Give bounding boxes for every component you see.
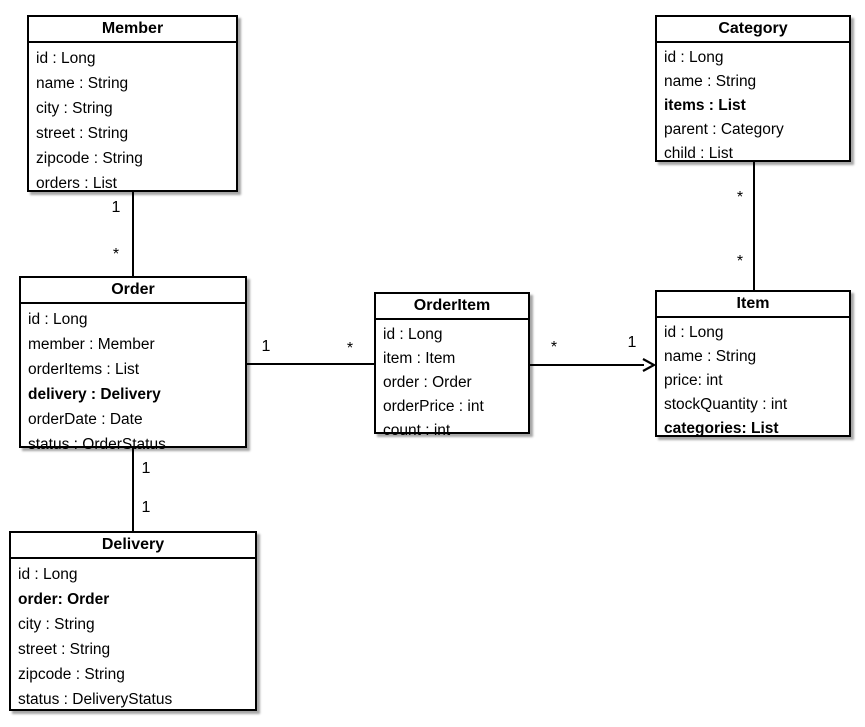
multiplicity-label: * (346, 340, 354, 357)
association-line-order-delivery (132, 448, 134, 531)
attribute-list: id : Long item : Item order : Order orde… (376, 320, 528, 443)
association-line-orderitem-item (530, 364, 644, 366)
attribute-row: member : Member (28, 336, 155, 353)
attribute-row: order: Order (18, 591, 110, 608)
attribute-row: status : OrderStatus (28, 436, 166, 453)
attribute-list: id : Long order: Order city : String str… (11, 559, 255, 712)
attribute-row: item : Item (383, 350, 456, 367)
attribute-row: price: int (664, 372, 723, 389)
attribute-row: categories: List (664, 420, 779, 437)
attribute-row: orderDate : Date (28, 411, 143, 428)
multiplicity-label: 1 (261, 338, 271, 355)
open-arrowhead-icon (642, 358, 656, 372)
attribute-row: items : List (664, 97, 746, 114)
attribute-row: count : int (383, 422, 451, 439)
attribute-row: id : Long (36, 50, 96, 67)
attribute-list: id : Long name : String city : String st… (29, 43, 236, 196)
multiplicity-label: 1 (141, 460, 151, 477)
attribute-row: street : String (36, 125, 129, 142)
association-line-member-order (132, 192, 134, 276)
attribute-row: id : Long (383, 326, 443, 343)
attribute-row: parent : Category (664, 121, 784, 138)
attribute-row: name : String (664, 73, 757, 90)
class-box-orderitem: OrderItem id : Long item : Item order : … (374, 292, 530, 439)
attribute-row: city : String (36, 100, 113, 117)
attribute-row: stockQuantity : int (664, 396, 788, 413)
attribute-list: id : Long name : String items : List par… (657, 43, 849, 166)
class-title-orderitem: OrderItem (376, 294, 528, 320)
attribute-row: id : Long (28, 311, 88, 328)
attribute-row: order : Order (383, 374, 472, 391)
class-box-delivery: Delivery id : Long order: Order city : S… (9, 531, 257, 711)
class-title-category: Category (657, 17, 849, 43)
class-box-member: Member id : Long name : String city : St… (27, 15, 238, 192)
class-title-item: Item (657, 292, 849, 318)
multiplicity-label: 1 (111, 199, 121, 216)
attribute-row: child : List (664, 145, 733, 162)
class-box-item: Item id : Long name : String price: int … (655, 290, 851, 437)
association-line-order-orderitem (247, 363, 374, 365)
attribute-row: city : String (18, 616, 95, 633)
association-line-category-item (753, 162, 755, 290)
class-title-member: Member (29, 17, 236, 43)
attribute-list: id : Long name : String price: int stock… (657, 318, 849, 441)
attribute-row: zipcode : String (18, 666, 125, 683)
class-title-delivery: Delivery (11, 533, 255, 559)
attribute-row: id : Long (18, 566, 78, 583)
attribute-row: delivery : Delivery (28, 386, 161, 403)
attribute-row: zipcode : String (36, 150, 143, 167)
attribute-row: orders : List (36, 175, 117, 192)
multiplicity-label: 1 (627, 334, 637, 351)
class-box-category: Category id : Long name : String items :… (655, 15, 851, 162)
attribute-row: name : String (36, 75, 129, 92)
attribute-row: status : DeliveryStatus (18, 691, 173, 708)
attribute-row: name : String (664, 348, 757, 365)
class-title-order: Order (21, 278, 245, 304)
class-box-order: Order id : Long member : Member orderIte… (19, 276, 247, 453)
multiplicity-label: * (112, 246, 120, 263)
multiplicity-label: * (550, 339, 558, 356)
attribute-list: id : Long member : Member orderItems : L… (21, 304, 245, 457)
attribute-row: orderPrice : int (383, 398, 484, 415)
attribute-row: id : Long (664, 324, 724, 341)
multiplicity-label: * (736, 189, 744, 206)
attribute-row: id : Long (664, 49, 724, 66)
multiplicity-label: * (736, 253, 744, 270)
multiplicity-label: 1 (141, 499, 151, 516)
attribute-row: street : String (18, 641, 111, 658)
attribute-row: orderItems : List (28, 361, 140, 378)
